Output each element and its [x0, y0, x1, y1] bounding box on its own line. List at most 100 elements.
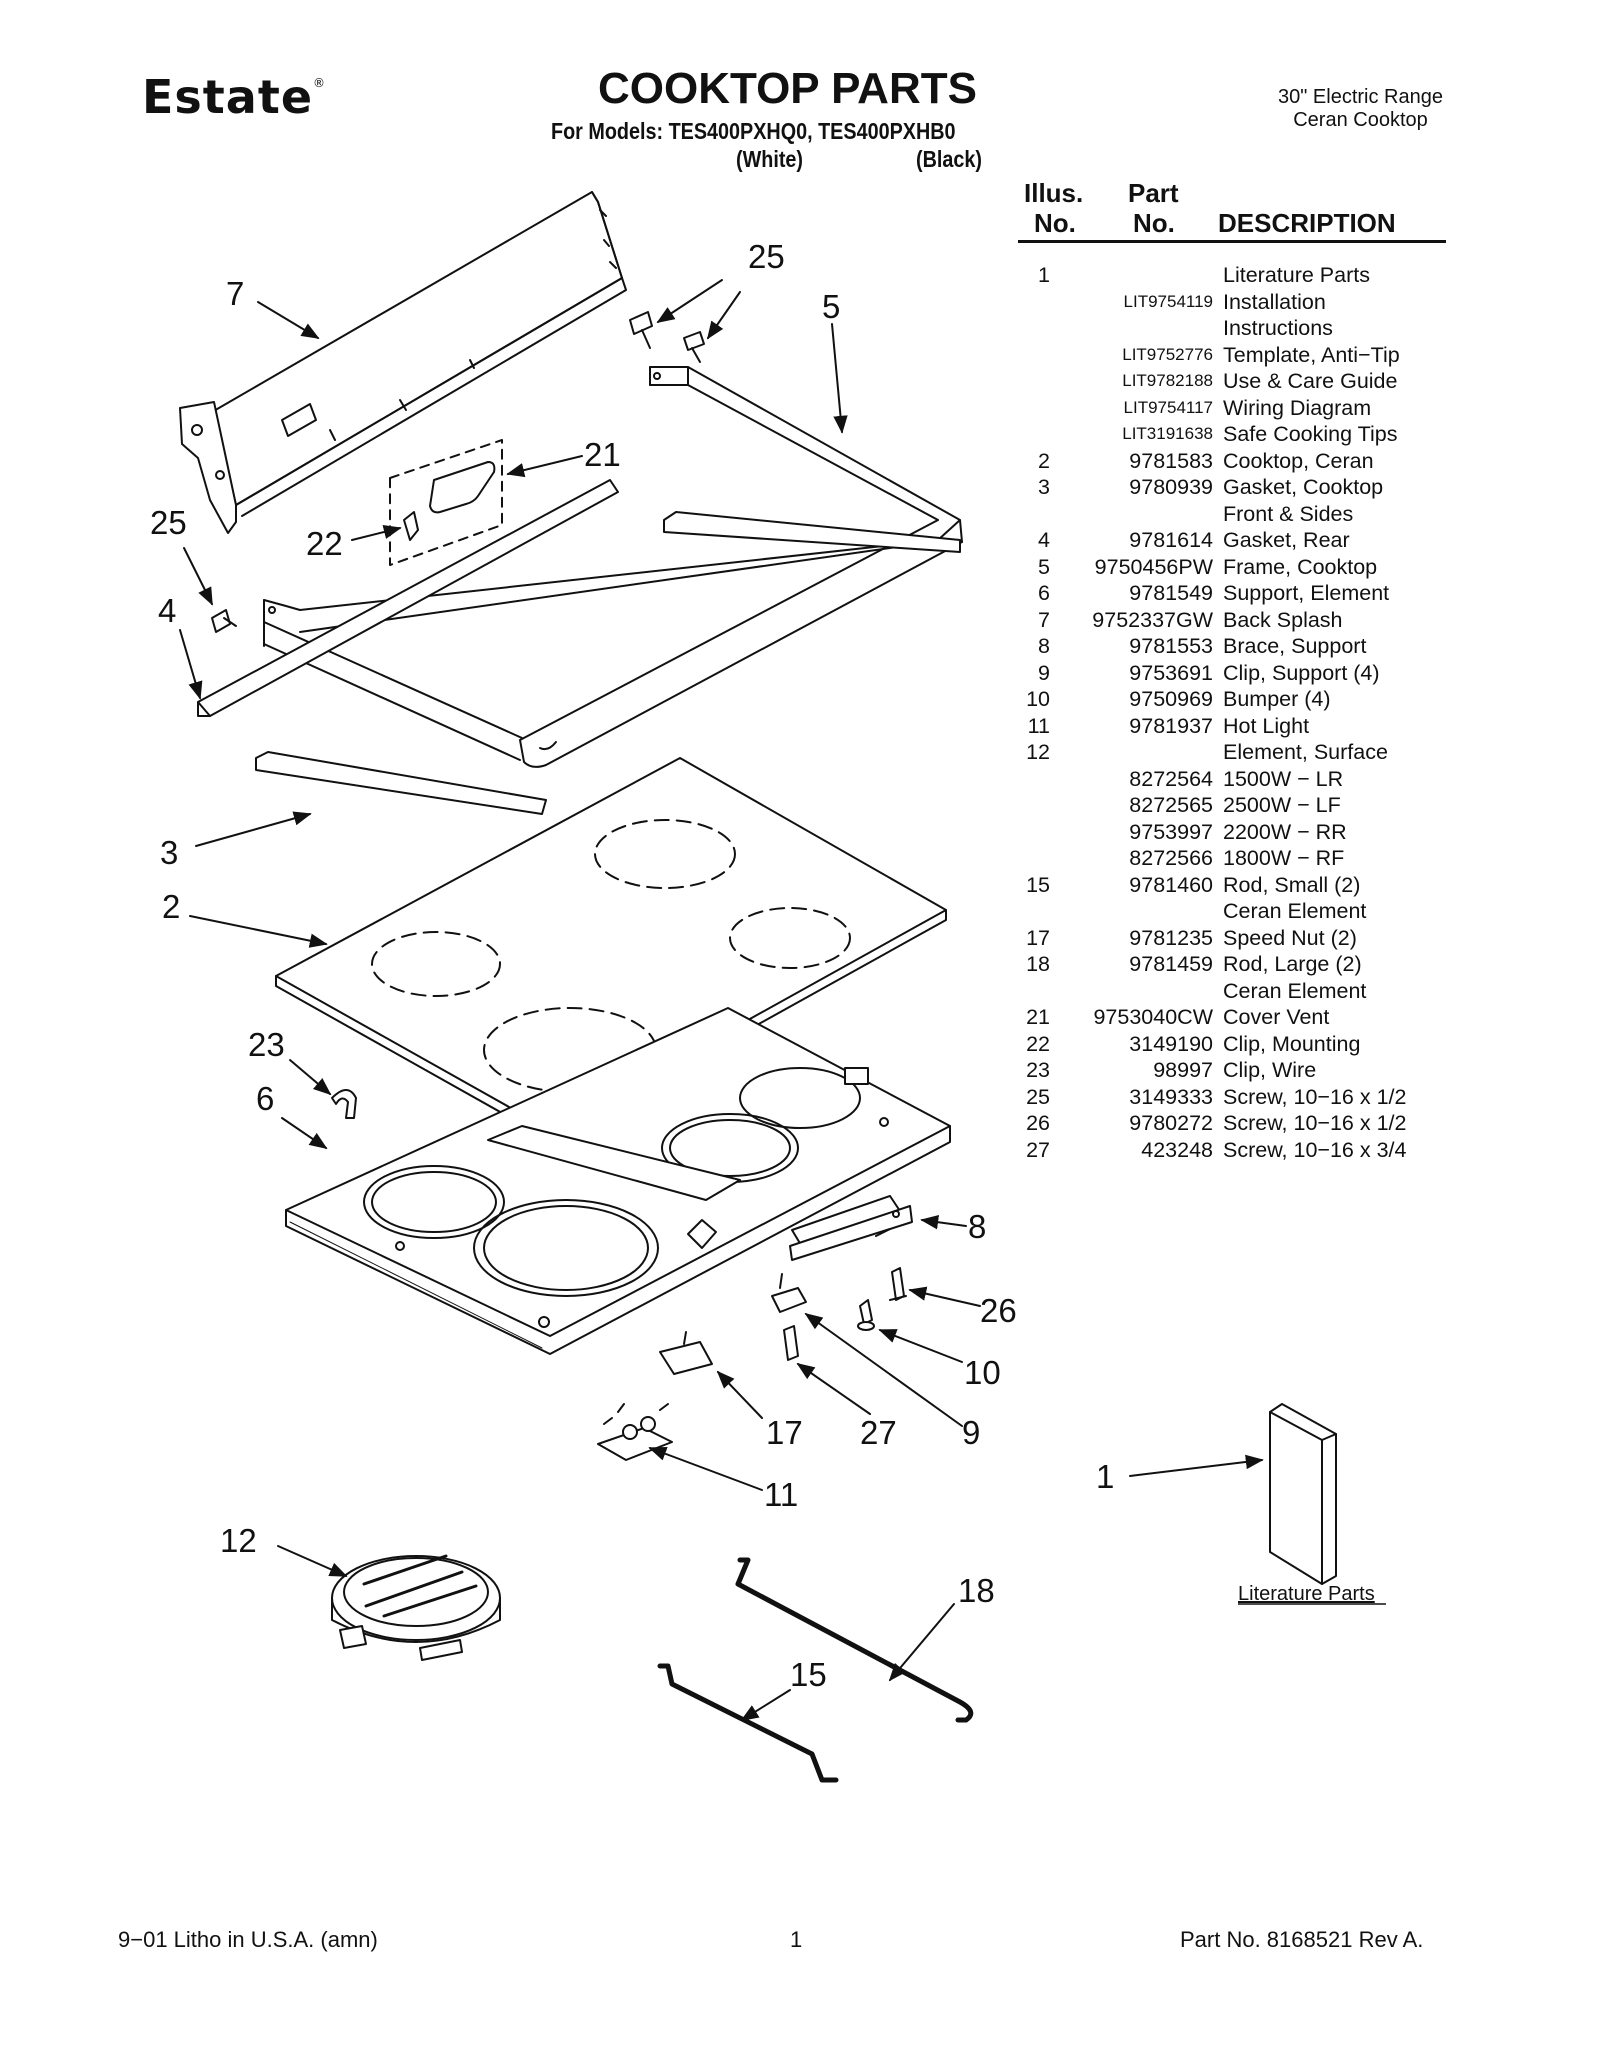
part-number: 9781460 — [1129, 872, 1213, 897]
part-number: 9781235 — [1129, 925, 1213, 950]
part-description: Frame, Cooktop — [1223, 554, 1378, 579]
callout-26: 26 — [980, 1292, 1017, 1329]
illus-number: 18 — [1026, 952, 1050, 976]
illus-number: 5 — [1038, 554, 1050, 579]
page-title: COOKTOP PARTS — [598, 64, 977, 113]
part-number: 8272566 — [1129, 846, 1213, 870]
illus-number: 1 — [1038, 263, 1050, 287]
callout-7: 7 — [226, 275, 244, 312]
part-description: Gasket, Rear — [1223, 528, 1350, 552]
part-description: Support, Element — [1223, 581, 1390, 605]
registered-mark: ® — [313, 76, 327, 90]
color-black-label: (Black) — [916, 146, 982, 172]
illus-number: 12 — [1026, 740, 1050, 764]
surface-element-part — [331, 1554, 501, 1661]
range-line-1: 30" Electric Range — [1278, 86, 1443, 108]
illus-number: 23 — [1026, 1058, 1050, 1082]
callout-5: 5 — [822, 288, 840, 325]
callout-23: 23 — [248, 1026, 285, 1063]
parts-row: LIT3191638 Safe Cooking Tips — [1010, 421, 1450, 448]
element-support-part — [285, 1007, 951, 1355]
part-number: 98997 — [1153, 1058, 1213, 1082]
parts-row: Front & Sides — [1010, 501, 1450, 528]
part-description: Hot Light — [1223, 713, 1310, 738]
illus-number: 7 — [1038, 607, 1050, 632]
part-description: Wiring Diagram — [1223, 395, 1372, 420]
parts-row: LIT9754117 Wiring Diagram — [1010, 395, 1450, 422]
illus-number: 3 — [1038, 475, 1050, 499]
callout-11: 11 — [764, 1476, 798, 1513]
parts-row: 23 98997 Clip, Wire — [1010, 1057, 1450, 1084]
part-description: Cover Vent — [1223, 1005, 1330, 1029]
part-number: 3149190 — [1129, 1031, 1213, 1056]
callout-15: 15 — [790, 1656, 827, 1693]
illus-number: 15 — [1026, 872, 1050, 897]
parts-row: Instructions — [1010, 315, 1450, 342]
callout-27: 27 — [860, 1414, 897, 1451]
part-description: Speed Nut (2) — [1223, 925, 1357, 950]
parts-row: Ceran Element — [1010, 978, 1450, 1005]
col-part-line1: Part — [1128, 178, 1179, 208]
illus-number: 25 — [1026, 1084, 1050, 1109]
part-description: Safe Cooking Tips — [1223, 422, 1398, 446]
footer-part-number: Part No. 8168521 Rev A. — [1180, 1927, 1424, 1952]
callout-8: 8 — [968, 1208, 986, 1245]
illus-number: 2 — [1038, 448, 1050, 473]
part-number: 423248 — [1141, 1137, 1213, 1162]
part-description: Bumper (4) — [1223, 687, 1331, 711]
callout-25-top: 25 — [748, 238, 785, 275]
brand-logo: Estate® — [142, 70, 326, 124]
part-description: Back Splash — [1223, 607, 1343, 632]
literature-parts-booklet — [1269, 1403, 1337, 1585]
callout-21: 21 — [584, 436, 621, 473]
part-description: Clip, Support (4) — [1223, 660, 1380, 685]
callout-18: 18 — [958, 1572, 995, 1609]
part-number: 9781614 — [1129, 528, 1213, 552]
callout-17: 17 — [766, 1414, 803, 1451]
part-number: 9780939 — [1129, 475, 1213, 499]
callout-25-left: 25 — [150, 504, 187, 541]
models-subtitle: For Models: TES400PXHQ0, TES400PXHB0 — [551, 118, 956, 144]
part-number: LIT3191638 — [1122, 424, 1213, 443]
illus-number: 27 — [1026, 1137, 1050, 1162]
back-splash-part — [179, 191, 627, 534]
illus-number: 26 — [1026, 1111, 1050, 1135]
part-description: Cooktop, Ceran — [1223, 448, 1374, 473]
callout-1: 1 — [1096, 1458, 1114, 1495]
range-description: 30" Electric Range Ceran Cooktop — [1253, 86, 1468, 132]
callout-22: 22 — [306, 525, 343, 562]
hardware-parts — [211, 311, 913, 1461]
part-description: Installation — [1223, 289, 1326, 314]
part-number: 8272565 — [1129, 793, 1213, 817]
callout-10: 10 — [964, 1354, 1001, 1391]
part-number: 9780272 — [1129, 1111, 1213, 1135]
illus-number: 11 — [1027, 713, 1050, 738]
part-number: 8272564 — [1129, 766, 1213, 791]
part-description: 2200W − RR — [1223, 819, 1347, 844]
part-number: LIT9754117 — [1123, 397, 1213, 417]
part-number: 9781937 — [1129, 713, 1213, 738]
part-description: Clip, Wire — [1223, 1058, 1317, 1082]
part-description: Screw, 10−16 x 1/2 — [1223, 1111, 1407, 1135]
part-number: 9750456PW — [1094, 554, 1213, 579]
part-number: 9781553 — [1129, 634, 1213, 658]
leader-lines — [179, 279, 1264, 1721]
part-description: Front & Sides — [1223, 501, 1354, 526]
part-description: Use & Care Guide — [1223, 369, 1398, 393]
